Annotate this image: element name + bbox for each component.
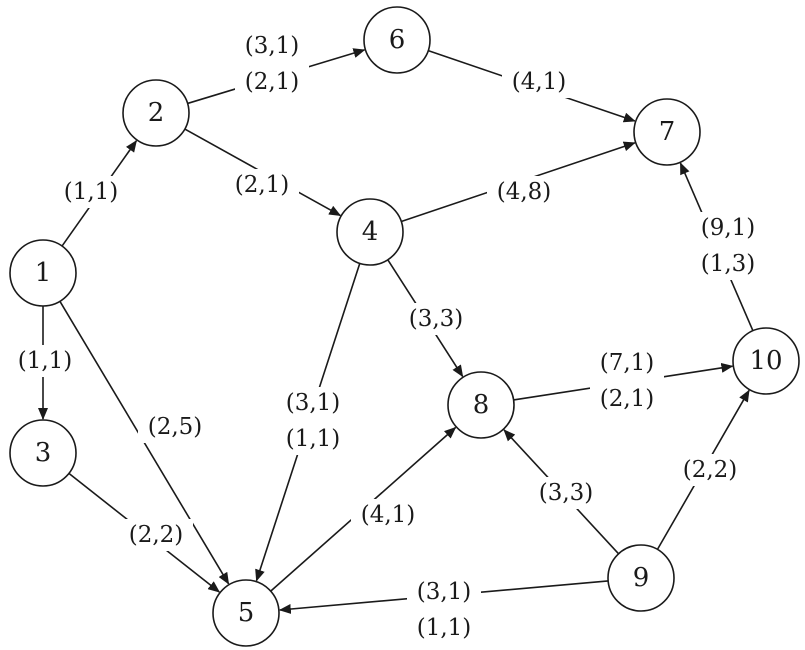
edge-label-text: (3,3) — [409, 306, 464, 332]
edge-label-text: (4,1) — [512, 69, 567, 95]
edge-label-background — [502, 66, 576, 98]
edge-label-background — [138, 411, 212, 443]
edge-label-text: (1,1) — [64, 179, 119, 205]
node-label: 7 — [659, 117, 676, 147]
edge-label-4-7: (4,8) — [487, 176, 561, 208]
node-label: 6 — [389, 25, 406, 55]
edge-label-9-10: (2,2) — [673, 454, 747, 486]
edge-label-background — [590, 347, 664, 415]
edge-label-background — [119, 519, 193, 551]
edge-label-background — [225, 169, 299, 201]
edge-label-background — [691, 212, 765, 280]
edge-label-5-8: (4,1) — [351, 499, 425, 531]
edge-label-text: (9,1) — [701, 215, 756, 241]
edge-label-1-2: (1,1) — [54, 176, 128, 208]
edge-label-background — [673, 454, 747, 486]
edge-label-9-5: (3,1) (1,1) — [407, 576, 481, 644]
node-8: 8 — [447, 371, 515, 439]
edge-label-text: (1,1) — [18, 348, 73, 374]
node-label: 4 — [362, 217, 379, 247]
node-4: 4 — [336, 198, 404, 266]
edge-label-text: (2,5) — [148, 414, 203, 440]
edge-label-1-5: (2,5) — [138, 411, 212, 443]
node-circle — [122, 79, 190, 147]
edge-label-background — [529, 477, 603, 509]
edge-label-text: (7,1) — [600, 350, 655, 376]
node-circle — [732, 327, 800, 395]
node-circle — [633, 98, 701, 166]
node-1: 1 — [9, 239, 77, 307]
edge-label-text: (3,1) — [417, 579, 472, 605]
node-circle — [607, 544, 675, 612]
edge-label-background — [487, 176, 561, 208]
edge-label-background — [235, 30, 309, 98]
edge-label-background — [8, 345, 82, 377]
node-circle — [9, 419, 77, 487]
node-2: 2 — [122, 79, 190, 147]
edge-label-9-8: (3,3) — [529, 477, 603, 509]
edge-label-background — [407, 576, 481, 644]
edge-label-4-5: (3,1) (1,1) — [276, 387, 350, 455]
node-label: 2 — [148, 98, 165, 128]
node-label: 10 — [749, 346, 782, 376]
edge-label-text: (1,3) — [701, 251, 756, 277]
node-circle — [212, 579, 280, 647]
edge-label-text: (1,1) — [286, 426, 341, 452]
node-circle — [336, 198, 404, 266]
edge-label-text: (2,2) — [129, 522, 184, 548]
edge-label-10-7: (9,1) (1,3) — [691, 212, 765, 280]
edge-label-text: (3,1) — [286, 390, 341, 416]
edge-label-text: (2,1) — [600, 386, 655, 412]
edge-label-2-4: (2,1) — [225, 169, 299, 201]
node-7: 7 — [633, 98, 701, 166]
edge-label-4-8: (3,3) — [399, 303, 473, 335]
edge-label-background — [351, 499, 425, 531]
node-10: 10 — [732, 327, 800, 395]
node-label: 5 — [238, 598, 255, 628]
edge-label-text: (1,1) — [417, 615, 472, 641]
edge-label-6-7: (4,1) — [502, 66, 576, 98]
node-label: 8 — [473, 390, 490, 420]
edge-label-text: (4,8) — [497, 179, 552, 205]
node-label: 1 — [35, 258, 52, 288]
edge-label-background — [276, 387, 350, 455]
edge-label-text: (2,2) — [683, 457, 738, 483]
edge-label-1-3: (1,1) — [8, 345, 82, 377]
node-circle — [9, 239, 77, 307]
node-5: 5 — [212, 579, 280, 647]
edge-label-text: (3,3) — [539, 480, 594, 506]
edge-label-8-10: (7,1) (2,1) — [590, 347, 664, 415]
node-label: 9 — [633, 563, 650, 593]
node-circle — [447, 371, 515, 439]
edge-label-text: (2,1) — [245, 69, 300, 95]
edge-labels-layer: (1,1) (1,1) (2,5) (3,1) (2,1) (2,1) (2,2) (4,8)… — [8, 30, 765, 644]
edge-label-text: (3,1) — [245, 33, 300, 59]
nodes-layer: 1 2 3 4 5 6 7 8 9 10 — [9, 6, 800, 647]
edge-label-text: (2,1) — [235, 172, 290, 198]
edge-label-3-5: (2,2) — [119, 519, 193, 551]
node-6: 6 — [363, 6, 431, 74]
edge-label-background — [54, 176, 128, 208]
node-label: 3 — [35, 438, 52, 468]
edge-label-background — [399, 303, 473, 335]
node-3: 3 — [9, 419, 77, 487]
edge-label-2-6: (3,1) (2,1) — [235, 30, 309, 98]
node-circle — [363, 6, 431, 74]
edge-label-text: (4,1) — [361, 502, 416, 528]
node-9: 9 — [607, 544, 675, 612]
